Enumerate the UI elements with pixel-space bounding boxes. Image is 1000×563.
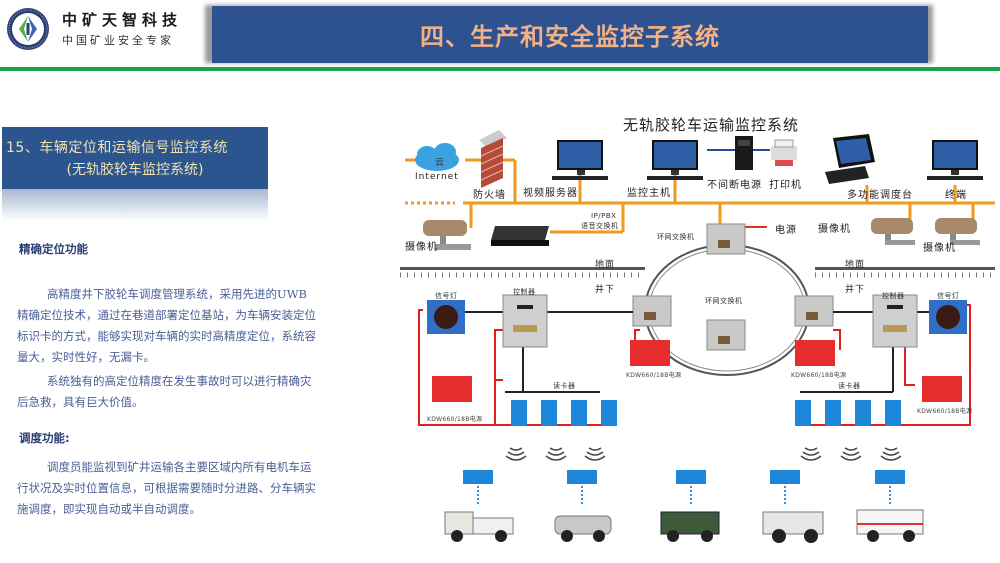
controller-right xyxy=(872,294,918,348)
printer-label: 打印机 xyxy=(769,180,802,191)
ring-switch-left xyxy=(632,295,672,327)
dispatch-heading: 调度功能: xyxy=(19,431,70,445)
section-banner: 15、车辆定位和运输信号监控系统 (无轨胶轮车监控系统) xyxy=(2,127,268,189)
ground-label-right: 地面 xyxy=(845,260,866,270)
card-reader-label-right: 读卡器 xyxy=(838,382,861,390)
ups-label: 不间断电源 xyxy=(707,180,762,191)
ring-switch-label-mid: 环网交换机 xyxy=(705,297,743,305)
power-supply-label-3: KDW660/18B电源 xyxy=(791,372,847,379)
logo-emblem-icon xyxy=(7,8,49,50)
video-server-monitor-icon xyxy=(552,140,608,180)
data-lines xyxy=(465,311,933,393)
header-divider xyxy=(0,67,1000,71)
positioning-paragraph-2: 系统独有的高定位精度在发生事故时可以进行精确灾后急救，具有巨大价值。 xyxy=(17,371,317,413)
monitor-host-monitor-icon xyxy=(647,140,703,180)
diagram-title: 无轨胶轮车运输监控系统 xyxy=(623,116,800,134)
positioning-heading: 精确定位功能 xyxy=(19,242,88,256)
section-title: 15、车辆定位和运输信号监控系统 xyxy=(6,140,228,156)
ring-switch-right xyxy=(794,295,834,327)
controller-label-right: 控制器 xyxy=(882,292,905,300)
firewall-icon xyxy=(479,130,507,188)
cloud-label: 云 xyxy=(435,158,446,168)
positioning-paragraph-2-text: 系统独有的高定位精度在发生事故时可以进行精确灾后急救，具有巨大价值。 xyxy=(17,374,312,409)
ip-pbx-label-2: 语音交换机 xyxy=(581,222,619,230)
positioning-paragraph-1: 高精度井下胶轮车调度管理系统，采用先进的UWB精确定位技术，通过在巷道部署定位基… xyxy=(17,284,317,368)
header-banner: 四、生产和安全监控子系统 xyxy=(212,6,928,63)
ip-pbx-icon xyxy=(491,226,549,246)
printer-icon xyxy=(771,139,797,166)
system-diagram: 无轨胶轮车运输监控系统 云 Internet 防火墙 视频服务器 监控主机 不间… xyxy=(395,100,1000,550)
controller-left xyxy=(502,294,548,348)
power-supply-box xyxy=(432,340,962,402)
diagram-graphics xyxy=(400,130,995,543)
dispatch-paragraph: 调度员能监视到矿井运输各主要区域内所有电机车运行状况及实时位置信息，可根据需要随… xyxy=(17,457,317,520)
ring-switch-bottom xyxy=(706,319,746,351)
vehicle-suv xyxy=(554,515,612,542)
power-label: 电源 xyxy=(775,225,797,236)
ring-switch-top xyxy=(706,223,746,255)
underground-label-left: 井下 xyxy=(595,285,616,295)
ups-icon xyxy=(735,136,753,170)
section-banner-reflection xyxy=(2,189,268,221)
company-logo xyxy=(6,7,50,51)
ground-label-left: 地面 xyxy=(595,260,616,270)
dispatch-paragraph-text: 调度员能监视到矿井运输各主要区域内所有电机车运行状况及实时位置信息，可根据需要随… xyxy=(17,460,316,516)
positioning-paragraph-1-text: 高精度井下胶轮车调度管理系统，采用先进的UWB精确定位技术，通过在巷道部署定位基… xyxy=(17,287,316,364)
controller-label-left: 控制器 xyxy=(513,288,536,296)
vehicle-loader xyxy=(762,511,824,543)
internet-label: Internet xyxy=(415,172,459,182)
brand-slogan: 中国矿业安全专家 xyxy=(62,34,174,47)
signal-light-right xyxy=(929,300,967,334)
vehicle-ambulance xyxy=(856,509,924,542)
page-title: 四、生产和安全监控子系统 xyxy=(420,23,720,51)
section-subtitle: (无轨胶轮车监控系统) xyxy=(66,162,204,178)
camera-icon-mid xyxy=(871,218,915,245)
vehicle-military xyxy=(660,511,720,542)
camera-icon-right xyxy=(935,218,980,245)
ground-line xyxy=(400,267,995,278)
card-reader-group xyxy=(511,400,901,426)
monitor-host-label: 监控主机 xyxy=(627,188,671,199)
signal-light-label-right: 信号灯 xyxy=(937,292,960,300)
camera-icon-left xyxy=(423,220,471,250)
power-supply-label-1: KDW660/18B电源 xyxy=(427,416,483,423)
vehicle-truck xyxy=(444,511,514,542)
camera-label-mid: 摄像机 xyxy=(818,224,851,235)
signal-light-left xyxy=(427,300,465,334)
terminal-monitor-icon xyxy=(927,140,983,180)
power-supply-label-2: KDW660/18B电源 xyxy=(626,372,682,379)
video-server-label: 视频服务器 xyxy=(523,188,578,199)
dispatch-console-label: 多功能调度台 xyxy=(847,190,913,201)
camera-label-right: 摄像机 xyxy=(923,243,956,254)
signal-light-label-left: 信号灯 xyxy=(435,292,458,300)
dispatch-console-icon xyxy=(825,134,875,184)
camera-label-left: 摄像机 xyxy=(405,242,438,253)
ip-pbx-label-1: IP/PBX xyxy=(591,212,617,220)
wireless-signal-icons xyxy=(505,447,902,461)
cloud-icon xyxy=(415,143,459,171)
power-supply-label-4: KDW660/18B电源 xyxy=(917,408,973,415)
terminal-label: 终端 xyxy=(945,190,967,201)
tag-links xyxy=(477,486,891,506)
brand-name: 中矿天智科技 xyxy=(62,11,183,29)
firewall-label: 防火墙 xyxy=(473,190,506,201)
underground-label-right: 井下 xyxy=(845,285,866,295)
vehicle-tag-group xyxy=(463,470,905,484)
ring-switch-label-top: 环网交换机 xyxy=(657,233,695,241)
card-reader-label-left: 读卡器 xyxy=(553,382,576,390)
